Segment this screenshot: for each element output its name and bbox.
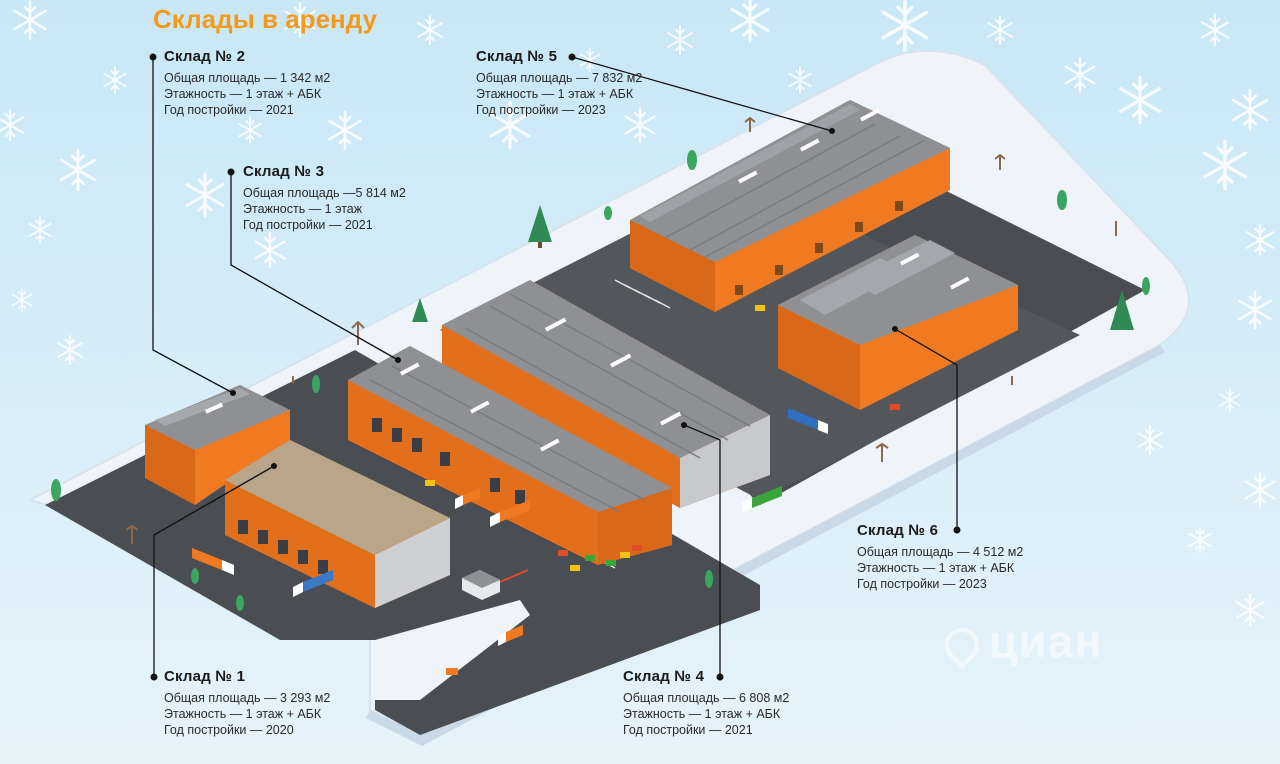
warehouse-card-3: Склад № 3 Общая площадь —5 814 м2 Этажно… — [243, 163, 406, 233]
warehouse-2-building — [145, 385, 290, 505]
warehouse-area: Общая площадь — 4 512 м2 — [857, 545, 1024, 559]
warehouse-6-building — [778, 235, 1018, 410]
gatehouse — [462, 569, 529, 600]
warehouse-card-2: Склад № 2 Общая площадь — 1 342 м2 Этажн… — [164, 48, 330, 118]
warehouse-1-building — [225, 440, 450, 608]
warehouse-title: Склад № 2 — [164, 48, 246, 65]
vehicles — [192, 305, 900, 675]
tree-icons — [51, 116, 1150, 611]
warehouse-title: Склад № 6 — [857, 522, 939, 539]
warehouse-area: Общая площадь — 6 808 м2 — [623, 691, 790, 705]
warehouse-5-building — [630, 100, 950, 312]
warehouse-area: Общая площадь — 7 832 м2 — [476, 71, 643, 85]
warehouse-card-1: Склад № 1 Общая площадь — 3 293 м2 Этажн… — [164, 668, 330, 738]
warehouse-card-6: Склад № 6 Общая площадь — 4 512 м2 Этажн… — [857, 522, 1023, 592]
ground-edge — [366, 345, 1165, 746]
warehouse-title: Склад № 5 — [476, 48, 558, 65]
warehouse-3-building — [348, 346, 672, 565]
warehouse-area: Общая площадь —5 814 м2 — [243, 186, 406, 200]
warehouse-year: Год постройки — 2020 — [164, 723, 294, 737]
warehouse-card-4: Склад № 4 Общая площадь — 6 808 м2 Этажн… — [623, 668, 789, 738]
warehouse-card-5: Склад № 5 Общая площадь — 7 832 м2 Этажн… — [476, 48, 642, 118]
leader-dots — [149, 53, 961, 681]
warehouse-title: Склад № 1 — [164, 668, 246, 685]
page-title: Склады в аренду — [153, 4, 378, 34]
snow-island — [375, 600, 530, 700]
warehouse-title: Склад № 4 — [623, 668, 705, 685]
warehouse-area: Общая площадь — 1 342 м2 — [164, 71, 331, 85]
warehouse-year: Год постройки — 2023 — [857, 577, 987, 591]
leader-lines — [152, 56, 958, 676]
warehouse-4-building — [442, 280, 770, 508]
warehouse-floors: Этажность — 1 этаж + АБК — [164, 707, 322, 721]
warehouse-area: Общая площадь — 3 293 м2 — [164, 691, 331, 705]
warehouse-year: Год постройки — 2021 — [623, 723, 753, 737]
watermark-text: циан — [989, 615, 1103, 667]
location-pin-icon — [937, 620, 987, 669]
warehouse-floors: Этажность — 1 этаж + АБК — [623, 707, 781, 721]
warehouse-year: Год постройки — 2021 — [164, 103, 294, 117]
watermark: циан — [937, 614, 1103, 669]
warehouse-floors: Этажность — 1 этаж + АБК — [857, 561, 1015, 575]
warehouse-floors: Этажность — 1 этаж + АБК — [164, 87, 322, 101]
warehouse-floors: Этажность — 1 этаж + АБК — [476, 87, 634, 101]
asphalt-center — [440, 178, 1080, 500]
warehouse-title: Склад № 3 — [243, 163, 325, 180]
warehouse-year: Год постройки — 2021 — [243, 218, 373, 232]
warehouse-floors: Этажность — 1 этаж — [243, 202, 363, 216]
warehouse-year: Год постройки — 2023 — [476, 103, 606, 117]
